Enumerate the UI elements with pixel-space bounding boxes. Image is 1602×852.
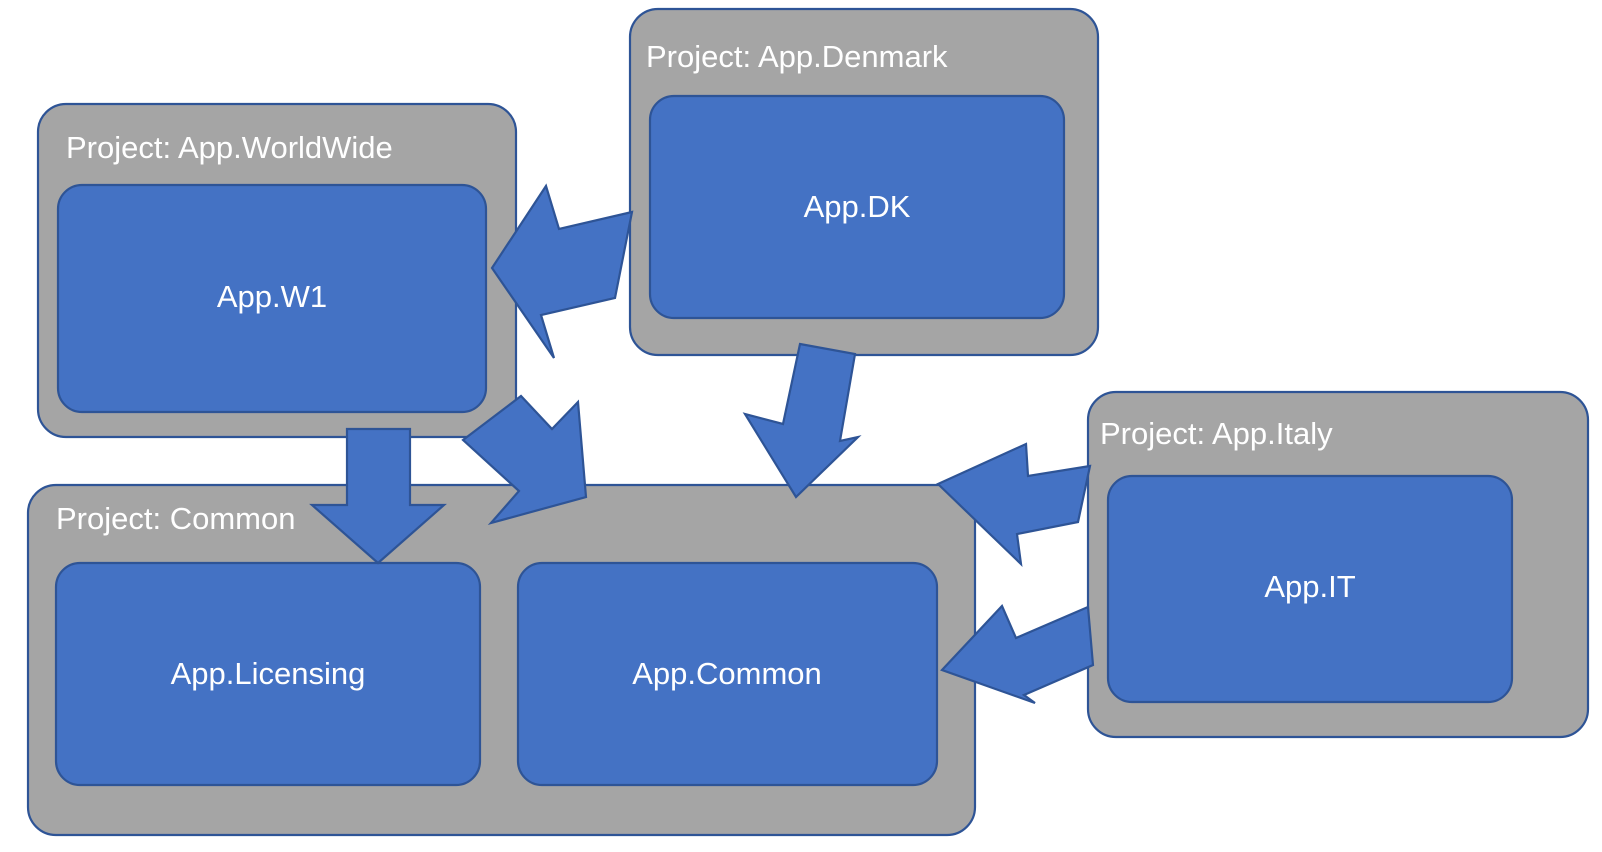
module-box-app-licensing[interactable] xyxy=(54,561,482,787)
arrow-icon-dk-to-w1[interactable] xyxy=(490,183,634,359)
module-label-app-dk: App.DK xyxy=(804,189,911,224)
container-label-common: Project: Common xyxy=(56,501,295,536)
arrow-icon-w1-to-common[interactable] xyxy=(461,394,588,526)
module-box-app-common[interactable] xyxy=(516,561,939,787)
module-label-app-common: App.Common xyxy=(632,656,822,691)
module-box-app-w1[interactable] xyxy=(56,183,488,414)
container-label-italy: Project: App.Italy xyxy=(1100,416,1333,451)
module-label-app-licensing: App.Licensing xyxy=(171,656,366,691)
module-group-app-w1[interactable]: App.W1 xyxy=(56,183,488,414)
arrow-icon-dk-to-common[interactable] xyxy=(742,342,862,499)
container-label-denmark: Project: App.Denmark xyxy=(646,39,948,74)
module-box-app-dk[interactable] xyxy=(648,94,1066,320)
module-box-app-it[interactable] xyxy=(1106,474,1514,704)
module-group-app-common[interactable]: App.Common xyxy=(516,561,939,787)
module-group-app-dk[interactable]: App.DK xyxy=(648,94,1066,320)
module-group-app-it[interactable]: App.IT xyxy=(1106,474,1514,704)
module-label-app-w1: App.W1 xyxy=(217,279,327,314)
module-label-app-it: App.IT xyxy=(1264,569,1355,604)
arrow-icon-w1-to-licensing[interactable] xyxy=(309,427,447,565)
module-group-app-licensing[interactable]: App.Licensing xyxy=(54,561,482,787)
arrow-icon-it-to-common-upper[interactable] xyxy=(936,442,1092,567)
container-label-worldwide: Project: App.WorldWide xyxy=(66,130,393,165)
arrow-icon-it-to-common-lower[interactable] xyxy=(940,604,1095,705)
